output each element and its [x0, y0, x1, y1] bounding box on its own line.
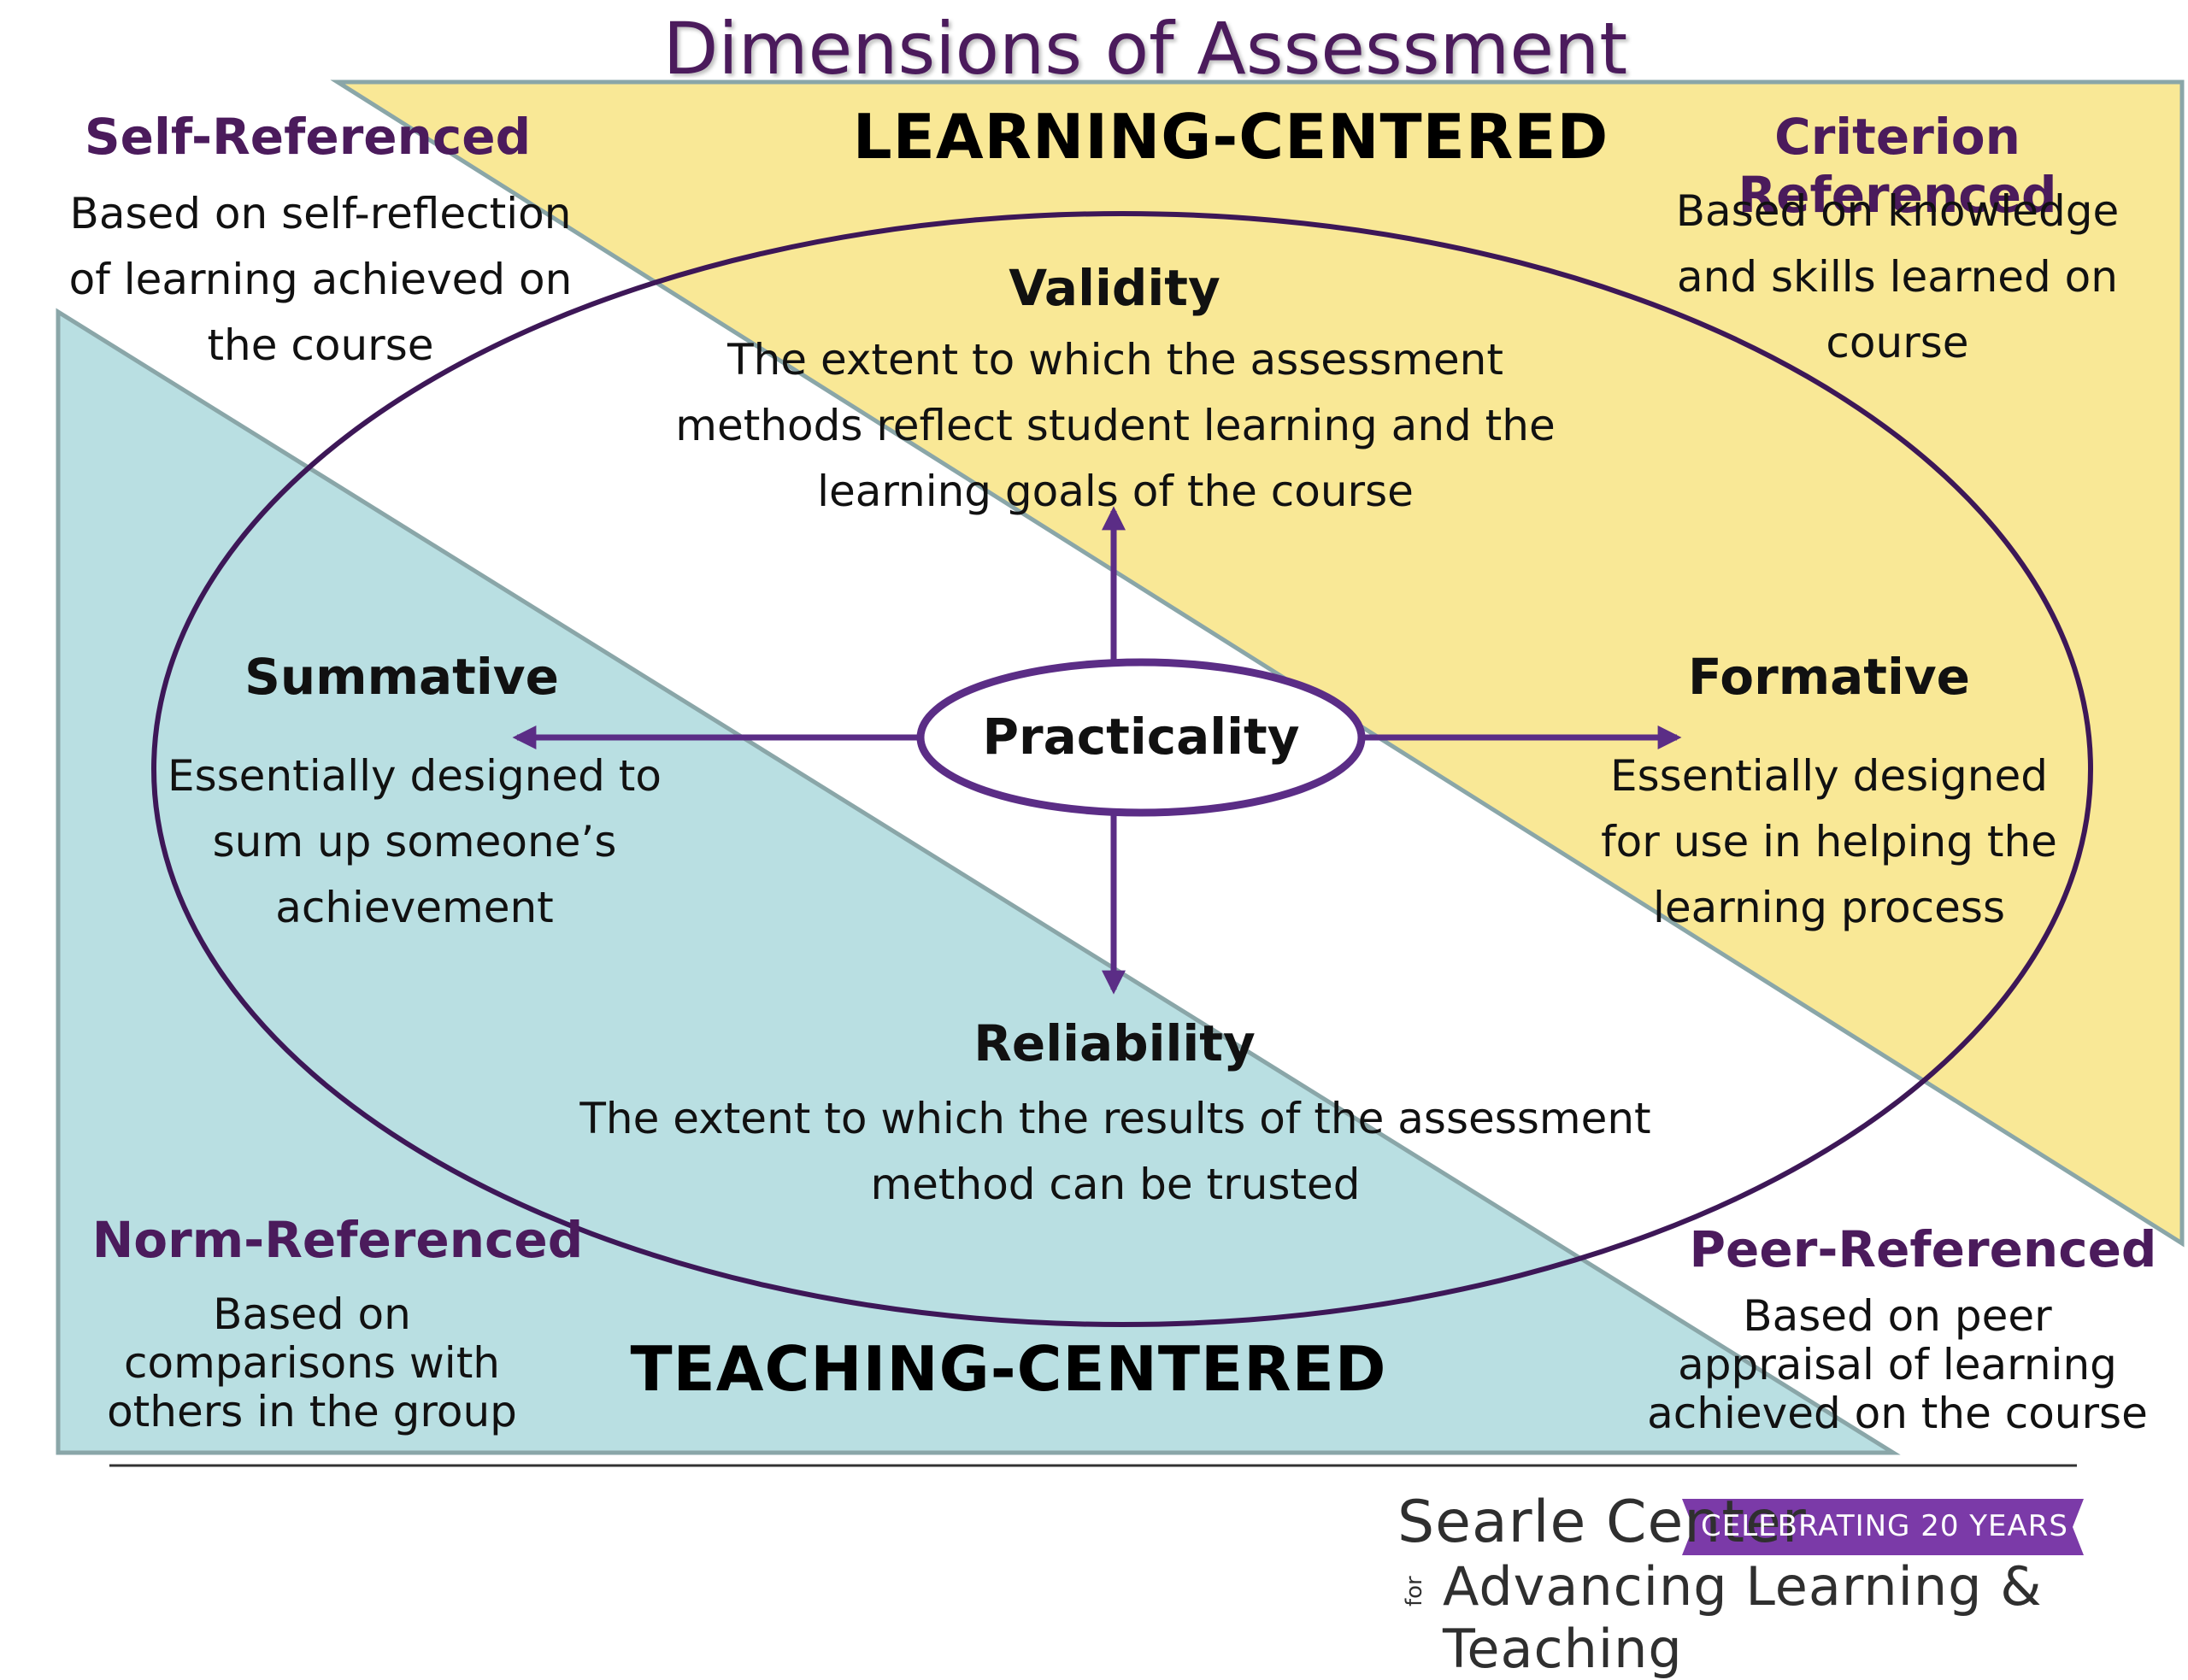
summative-text: Essentially designed to sum up someone’s… — [167, 751, 662, 932]
summative-heading: Summative — [244, 648, 559, 706]
page-title: Dimensions of Assessment — [662, 7, 1628, 91]
practicality-ellipse — [916, 658, 1366, 817]
logo-banner-text: CELEBRATING 20 YEARS — [1700, 1509, 2068, 1543]
peer-referenced-text: Based on peer appraisal of learning achi… — [1647, 1291, 2148, 1438]
teaching-centered-label: TEACHING-CENTERED — [630, 1333, 1387, 1405]
logo-searle-center: Searle Center — [1397, 1489, 1807, 1556]
reliability-heading: Reliability — [973, 1014, 1256, 1072]
reliability-text: The extent to which the results of the a… — [579, 1094, 1651, 1209]
diagram-graphics — [56, 79, 2185, 1555]
logo-for-word: for — [1402, 1576, 1427, 1607]
validity-text: The extent to which the assessment metho… — [675, 335, 1556, 516]
learning-centered-label: LEARNING-CENTERED — [852, 101, 1609, 173]
learning-centered-zone — [330, 79, 2185, 1248]
diagram-canvas: Dimensions of Assessment LEARNING-CENTER… — [56, 7, 2185, 1680]
self-referenced-heading: Self-Referenced — [84, 108, 532, 166]
criterion-referenced-text: Based on knowledge and skills learned on… — [1675, 186, 2120, 367]
norm-referenced-heading: Norm-Referenced — [91, 1211, 584, 1269]
self-referenced-text: Based on self-reflection of learning ach… — [68, 189, 573, 370]
formative-heading: Formative — [1687, 648, 1971, 706]
norm-referenced-text: Based on comparisons with others in the … — [107, 1289, 517, 1436]
criterion-referenced-heading: Criterion Referenced — [1738, 108, 2057, 224]
practicality-label: Practicality — [982, 708, 1300, 766]
logo-banner — [1682, 1499, 2084, 1555]
peer-referenced-heading: Peer-Referenced — [1689, 1220, 2157, 1278]
formative-text: Essentially designed for use in helping … — [1601, 751, 2057, 932]
validity-heading: Validity — [1009, 259, 1220, 317]
assessment-ellipse — [151, 211, 2093, 1327]
teaching-centered-zone — [56, 308, 1901, 1455]
logo-advancing-learning: Advancing Learning & Teaching — [1443, 1555, 2043, 1680]
